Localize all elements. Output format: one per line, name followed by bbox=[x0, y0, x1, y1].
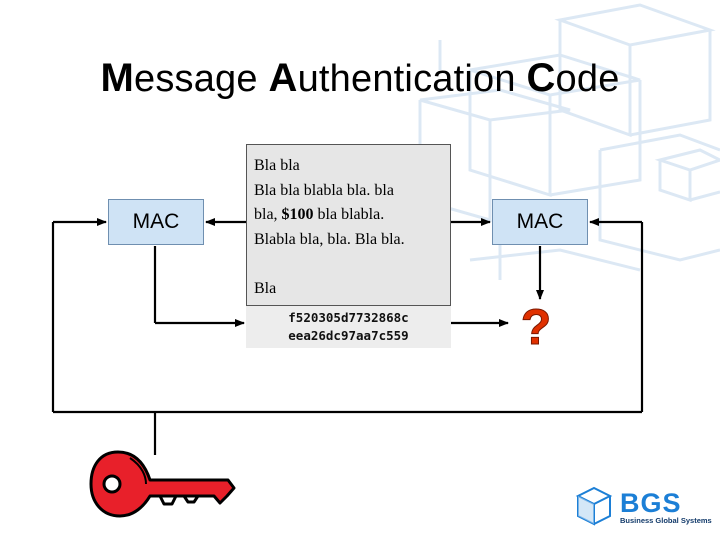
mac-sender-label: MAC bbox=[132, 210, 180, 233]
mac-box-sender: MAC bbox=[108, 199, 204, 245]
message-line: Bla bbox=[254, 279, 277, 297]
cube-logo-icon bbox=[575, 486, 613, 526]
title-part-ode: ode bbox=[555, 58, 620, 100]
message-text: bla, bbox=[254, 206, 282, 223]
logo-tagline: Business Global Systems bbox=[620, 516, 712, 525]
title-letter-m: M bbox=[100, 56, 134, 100]
logo-name: BGS bbox=[620, 488, 682, 518]
mac-receiver-label: MAC bbox=[516, 210, 564, 233]
message-line: Bla bla blabla bla. bla bbox=[254, 181, 394, 199]
key-icon bbox=[89, 450, 236, 518]
title-letter-a: A bbox=[268, 56, 298, 100]
message-line: Bla bla bbox=[254, 157, 300, 174]
message-box: Bla bla Bla bla blabla bla. bla bla, $10… bbox=[246, 144, 451, 306]
verification-question-mark: ? bbox=[520, 299, 552, 355]
title-part-uthentication: uthentication bbox=[297, 58, 527, 100]
mac-box-receiver: MAC bbox=[492, 199, 588, 245]
page-title: Message Authentication Code bbox=[0, 56, 720, 101]
message-line bbox=[254, 252, 443, 277]
mac-code-block: f520305d7732868c eea26dc97aa7c559 bbox=[246, 306, 451, 348]
title-part-essage: essage bbox=[133, 58, 269, 100]
message-line: bla, $100 bla blabla. bbox=[254, 203, 443, 228]
title-letter-c: C bbox=[526, 56, 556, 100]
mac-code-line: f520305d7732868c bbox=[288, 310, 409, 325]
message-text: bla blabla. bbox=[313, 206, 385, 223]
message-amount: $100 bbox=[281, 206, 314, 223]
message-line: Blabla bla, bla. Bla bla. bbox=[254, 230, 405, 248]
mac-code-line: eea26dc97aa7c559 bbox=[288, 328, 409, 343]
